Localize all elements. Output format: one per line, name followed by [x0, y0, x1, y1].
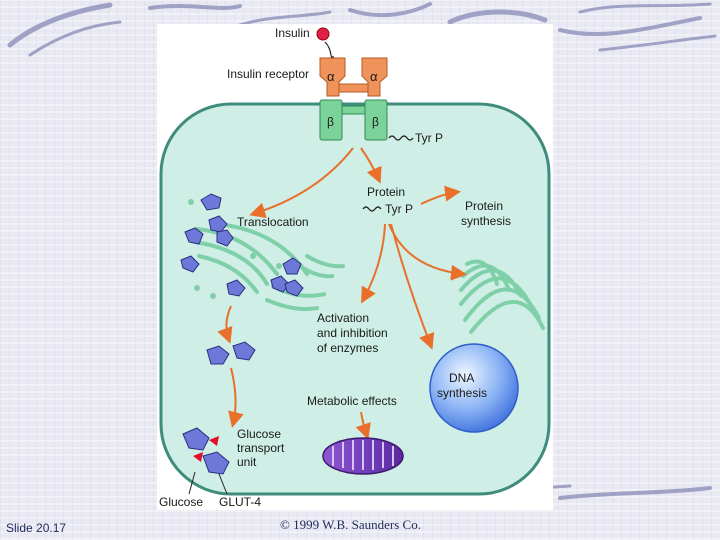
dna-synthesis-label-line2: synthesis — [437, 386, 487, 400]
arrow-to-translocation — [249, 147, 354, 219]
glut4-vesicle-transit — [206, 341, 256, 365]
arrow-to-protein-synthesis — [420, 185, 461, 205]
translocation-label: Translocation — [237, 215, 309, 229]
glucose-marker-bottom — [193, 452, 203, 462]
insulin-receptor: α α β β — [319, 57, 388, 141]
arrow-to-mitochondrion — [355, 411, 371, 440]
receptor-beta-right — [364, 99, 388, 141]
activation-label-line2: and inhibition — [317, 326, 388, 340]
glucose-transport-unit-line3: unit — [237, 455, 257, 469]
rough-endoplasmic-reticulum — [459, 259, 545, 334]
arrow-to-protein-tyr-p — [360, 147, 382, 184]
cell-body — [159, 102, 551, 496]
arrow-to-dna-synthesis — [390, 223, 435, 350]
glucose-transport-unit — [182, 427, 230, 475]
copyright-notice: © 1999 W.B. Saunders Co. — [280, 517, 421, 532]
nucleus — [429, 343, 519, 433]
beta-left-symbol: β — [327, 115, 334, 129]
glucose-pointer-line — [188, 471, 196, 495]
glut4-label: GLUT-4 — [219, 495, 261, 509]
insulin-receptor-label: Insulin receptor — [227, 67, 309, 81]
beta-right-symbol: β — [372, 115, 379, 129]
insulin-signaling-diagram: Insulin Insulin receptor α α β β Tyr P P… — [159, 26, 551, 509]
protein-label: Protein — [367, 185, 405, 199]
insulin-signaling-figure: Insulin Insulin receptor α α β β Tyr P P… — [157, 24, 553, 510]
glucose-label: Glucose — [159, 495, 203, 509]
arrow-to-membrane — [228, 367, 244, 428]
insulin-molecule — [316, 27, 330, 41]
metabolic-effects-label: Metabolic effects — [307, 394, 397, 408]
alpha-left-symbol: α — [327, 69, 335, 84]
protein-tyr-p-label: Tyr P — [385, 202, 413, 216]
glut4-pointer-line — [218, 473, 228, 495]
arrow-vesicle-descent — [217, 305, 233, 344]
glucose-transport-unit-line1: Glucose — [237, 427, 281, 441]
intracellular-vesicles — [193, 222, 347, 311]
arrow-to-activation — [361, 223, 386, 304]
insulin-label: Insulin — [275, 26, 310, 40]
vesicle-dots — [188, 199, 282, 299]
receptor-alpha-link — [338, 83, 369, 93]
receptor-tyr-p-label: Tyr P — [415, 131, 443, 145]
receptor-beta-left — [319, 99, 343, 141]
phosphate-squiggle — [388, 135, 414, 141]
activation-label-line3: of enzymes — [317, 341, 378, 355]
glut4-vesicles — [180, 193, 304, 297]
glucose-marker-top — [209, 436, 219, 446]
protein-phosphate-squiggle — [362, 206, 382, 212]
slide-number: Slide 20.17 — [6, 521, 67, 535]
glucose-transport-unit-line2: transport — [237, 441, 285, 455]
receptor-beta-link — [341, 105, 366, 115]
mitochondrion — [322, 437, 404, 475]
protein-synthesis-label-line1: Protein — [465, 199, 503, 213]
activation-label-line1: Activation — [317, 311, 369, 325]
dna-synthesis-label-line1: DNA — [449, 371, 474, 385]
protein-synthesis-label-line2: synthesis — [461, 214, 511, 228]
alpha-right-symbol: α — [370, 69, 378, 84]
